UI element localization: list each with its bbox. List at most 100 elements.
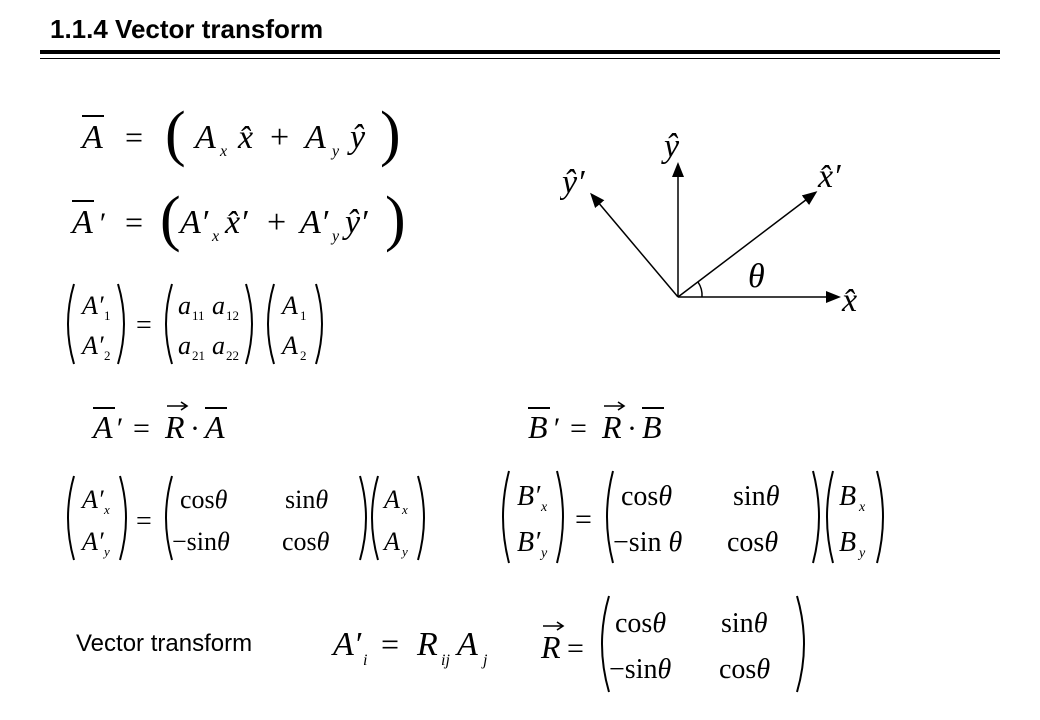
rotation-matrix-definition: R = cosθ sinθ −sinθ cosθ bbox=[540, 595, 805, 693]
svg-text:ŷ: ŷ bbox=[347, 119, 366, 156]
axis-label-y-prime: ŷ′ bbox=[560, 164, 585, 201]
svg-text:+: + bbox=[267, 204, 286, 241]
svg-text:y: y bbox=[102, 544, 110, 559]
svg-text:B′: B′ bbox=[517, 481, 541, 512]
svg-text:B: B bbox=[839, 481, 856, 512]
svg-text:y: y bbox=[330, 228, 340, 245]
svg-text:x: x bbox=[103, 502, 110, 517]
svg-text:A′: A′ bbox=[80, 291, 104, 320]
svg-text:B: B bbox=[839, 527, 856, 558]
rotation-equation-b: B ′ = R · B bbox=[528, 401, 664, 445]
svg-text:y: y bbox=[330, 143, 340, 160]
svg-text:+: + bbox=[270, 119, 289, 156]
svg-text:−sinθ: −sinθ bbox=[609, 654, 671, 685]
svg-text:=: = bbox=[133, 412, 150, 445]
svg-text:22: 22 bbox=[226, 348, 239, 363]
svg-text:A: A bbox=[203, 409, 225, 445]
svg-text:=: = bbox=[136, 310, 152, 341]
rotation-equation-a: A ′ = R · A bbox=[91, 401, 227, 445]
svg-text:′: ′ bbox=[552, 412, 559, 445]
svg-text:x: x bbox=[540, 500, 548, 515]
svg-text:2: 2 bbox=[104, 348, 111, 363]
svg-text:=: = bbox=[136, 506, 152, 537]
svg-text:(: ( bbox=[160, 185, 181, 253]
svg-text:A′: A′ bbox=[80, 485, 104, 514]
svg-text:R: R bbox=[416, 626, 438, 663]
svg-text:cosθ: cosθ bbox=[621, 481, 672, 512]
svg-text:a: a bbox=[212, 291, 225, 320]
angle-theta: θ bbox=[748, 258, 765, 295]
svg-text:sinθ: sinθ bbox=[285, 485, 328, 514]
svg-text:(: ( bbox=[165, 100, 186, 168]
svg-text:′: ′ bbox=[115, 412, 122, 445]
svg-text:A: A bbox=[382, 527, 400, 556]
caption-vector-transform: Vector transform bbox=[76, 630, 253, 657]
svg-text:x̂: x̂ bbox=[237, 119, 253, 156]
svg-text:cosθ: cosθ bbox=[282, 527, 330, 556]
svg-text:ij: ij bbox=[441, 652, 450, 669]
svg-text:=: = bbox=[575, 503, 592, 536]
svg-text:): ) bbox=[385, 185, 406, 253]
svg-text:=: = bbox=[381, 626, 399, 662]
svg-text:R: R bbox=[601, 409, 622, 445]
svg-text:R: R bbox=[540, 629, 561, 665]
svg-text:=: = bbox=[567, 632, 584, 665]
svg-text:12: 12 bbox=[226, 308, 239, 323]
svg-text:A′: A′ bbox=[178, 204, 209, 241]
index-form-equation: A′ i = R ij A j bbox=[331, 626, 488, 669]
svg-text:A′: A′ bbox=[80, 331, 104, 360]
svg-text:A: A bbox=[280, 291, 298, 320]
svg-text:A: A bbox=[80, 119, 103, 156]
svg-text:A: A bbox=[382, 485, 400, 514]
svg-text:A: A bbox=[280, 331, 298, 360]
axis-label-y: ŷ bbox=[661, 128, 680, 165]
svg-text:1: 1 bbox=[104, 308, 111, 323]
svg-text:A: A bbox=[455, 626, 478, 663]
svg-text:A: A bbox=[91, 409, 113, 445]
svg-text:i: i bbox=[363, 652, 367, 669]
svg-text:1: 1 bbox=[300, 308, 307, 323]
svg-text:11: 11 bbox=[192, 308, 205, 323]
svg-text:x: x bbox=[401, 502, 408, 517]
axes-diagram: ŷ ŷ′ x̂′ x̂ θ bbox=[560, 128, 857, 319]
svg-text:cosθ: cosθ bbox=[727, 527, 778, 558]
svg-text:cosθ: cosθ bbox=[615, 608, 666, 639]
svg-text:A: A bbox=[303, 119, 326, 156]
page-title: 1.1.4 Vector transform bbox=[50, 14, 324, 44]
svg-text:x: x bbox=[858, 500, 866, 515]
svg-text:y: y bbox=[400, 544, 408, 559]
equation-vector-a: A = ( A x x̂ + A y ŷ ) bbox=[80, 100, 401, 168]
svg-text:x: x bbox=[219, 143, 227, 160]
svg-text:A′: A′ bbox=[331, 626, 362, 663]
svg-text:=: = bbox=[125, 204, 143, 240]
svg-text:A′: A′ bbox=[80, 527, 104, 556]
svg-text:−sinθ: −sinθ bbox=[172, 527, 230, 556]
svg-text:): ) bbox=[380, 100, 401, 168]
svg-text:B: B bbox=[528, 409, 548, 445]
title-rule-thin bbox=[40, 58, 1000, 59]
svg-text:a: a bbox=[212, 331, 225, 360]
svg-text:x: x bbox=[211, 228, 219, 245]
equation-vector-a-prime: A ′ = ( A′ x x̂′ + A′ y ŷ′ ) bbox=[70, 185, 406, 253]
svg-text:sinθ: sinθ bbox=[721, 608, 768, 639]
svg-text:sinθ: sinθ bbox=[733, 481, 780, 512]
svg-text:2: 2 bbox=[300, 348, 307, 363]
svg-text:A: A bbox=[70, 204, 93, 241]
svg-text:x̂′: x̂′ bbox=[224, 204, 248, 241]
svg-text:B′: B′ bbox=[517, 527, 541, 558]
svg-text:a: a bbox=[178, 291, 191, 320]
svg-text:y: y bbox=[857, 546, 866, 561]
axis-label-x-prime: x̂′ bbox=[817, 158, 841, 195]
svg-text:R: R bbox=[164, 409, 185, 445]
svg-text:a: a bbox=[178, 331, 191, 360]
svg-text:ŷ′: ŷ′ bbox=[342, 204, 368, 241]
svg-text:·: · bbox=[627, 412, 637, 445]
svg-text:cosθ: cosθ bbox=[719, 654, 770, 685]
svg-text:21: 21 bbox=[192, 348, 205, 363]
svg-text:B: B bbox=[642, 409, 662, 445]
svg-text:cosθ: cosθ bbox=[180, 485, 228, 514]
svg-text:A: A bbox=[193, 119, 216, 156]
svg-text:y: y bbox=[539, 546, 548, 561]
